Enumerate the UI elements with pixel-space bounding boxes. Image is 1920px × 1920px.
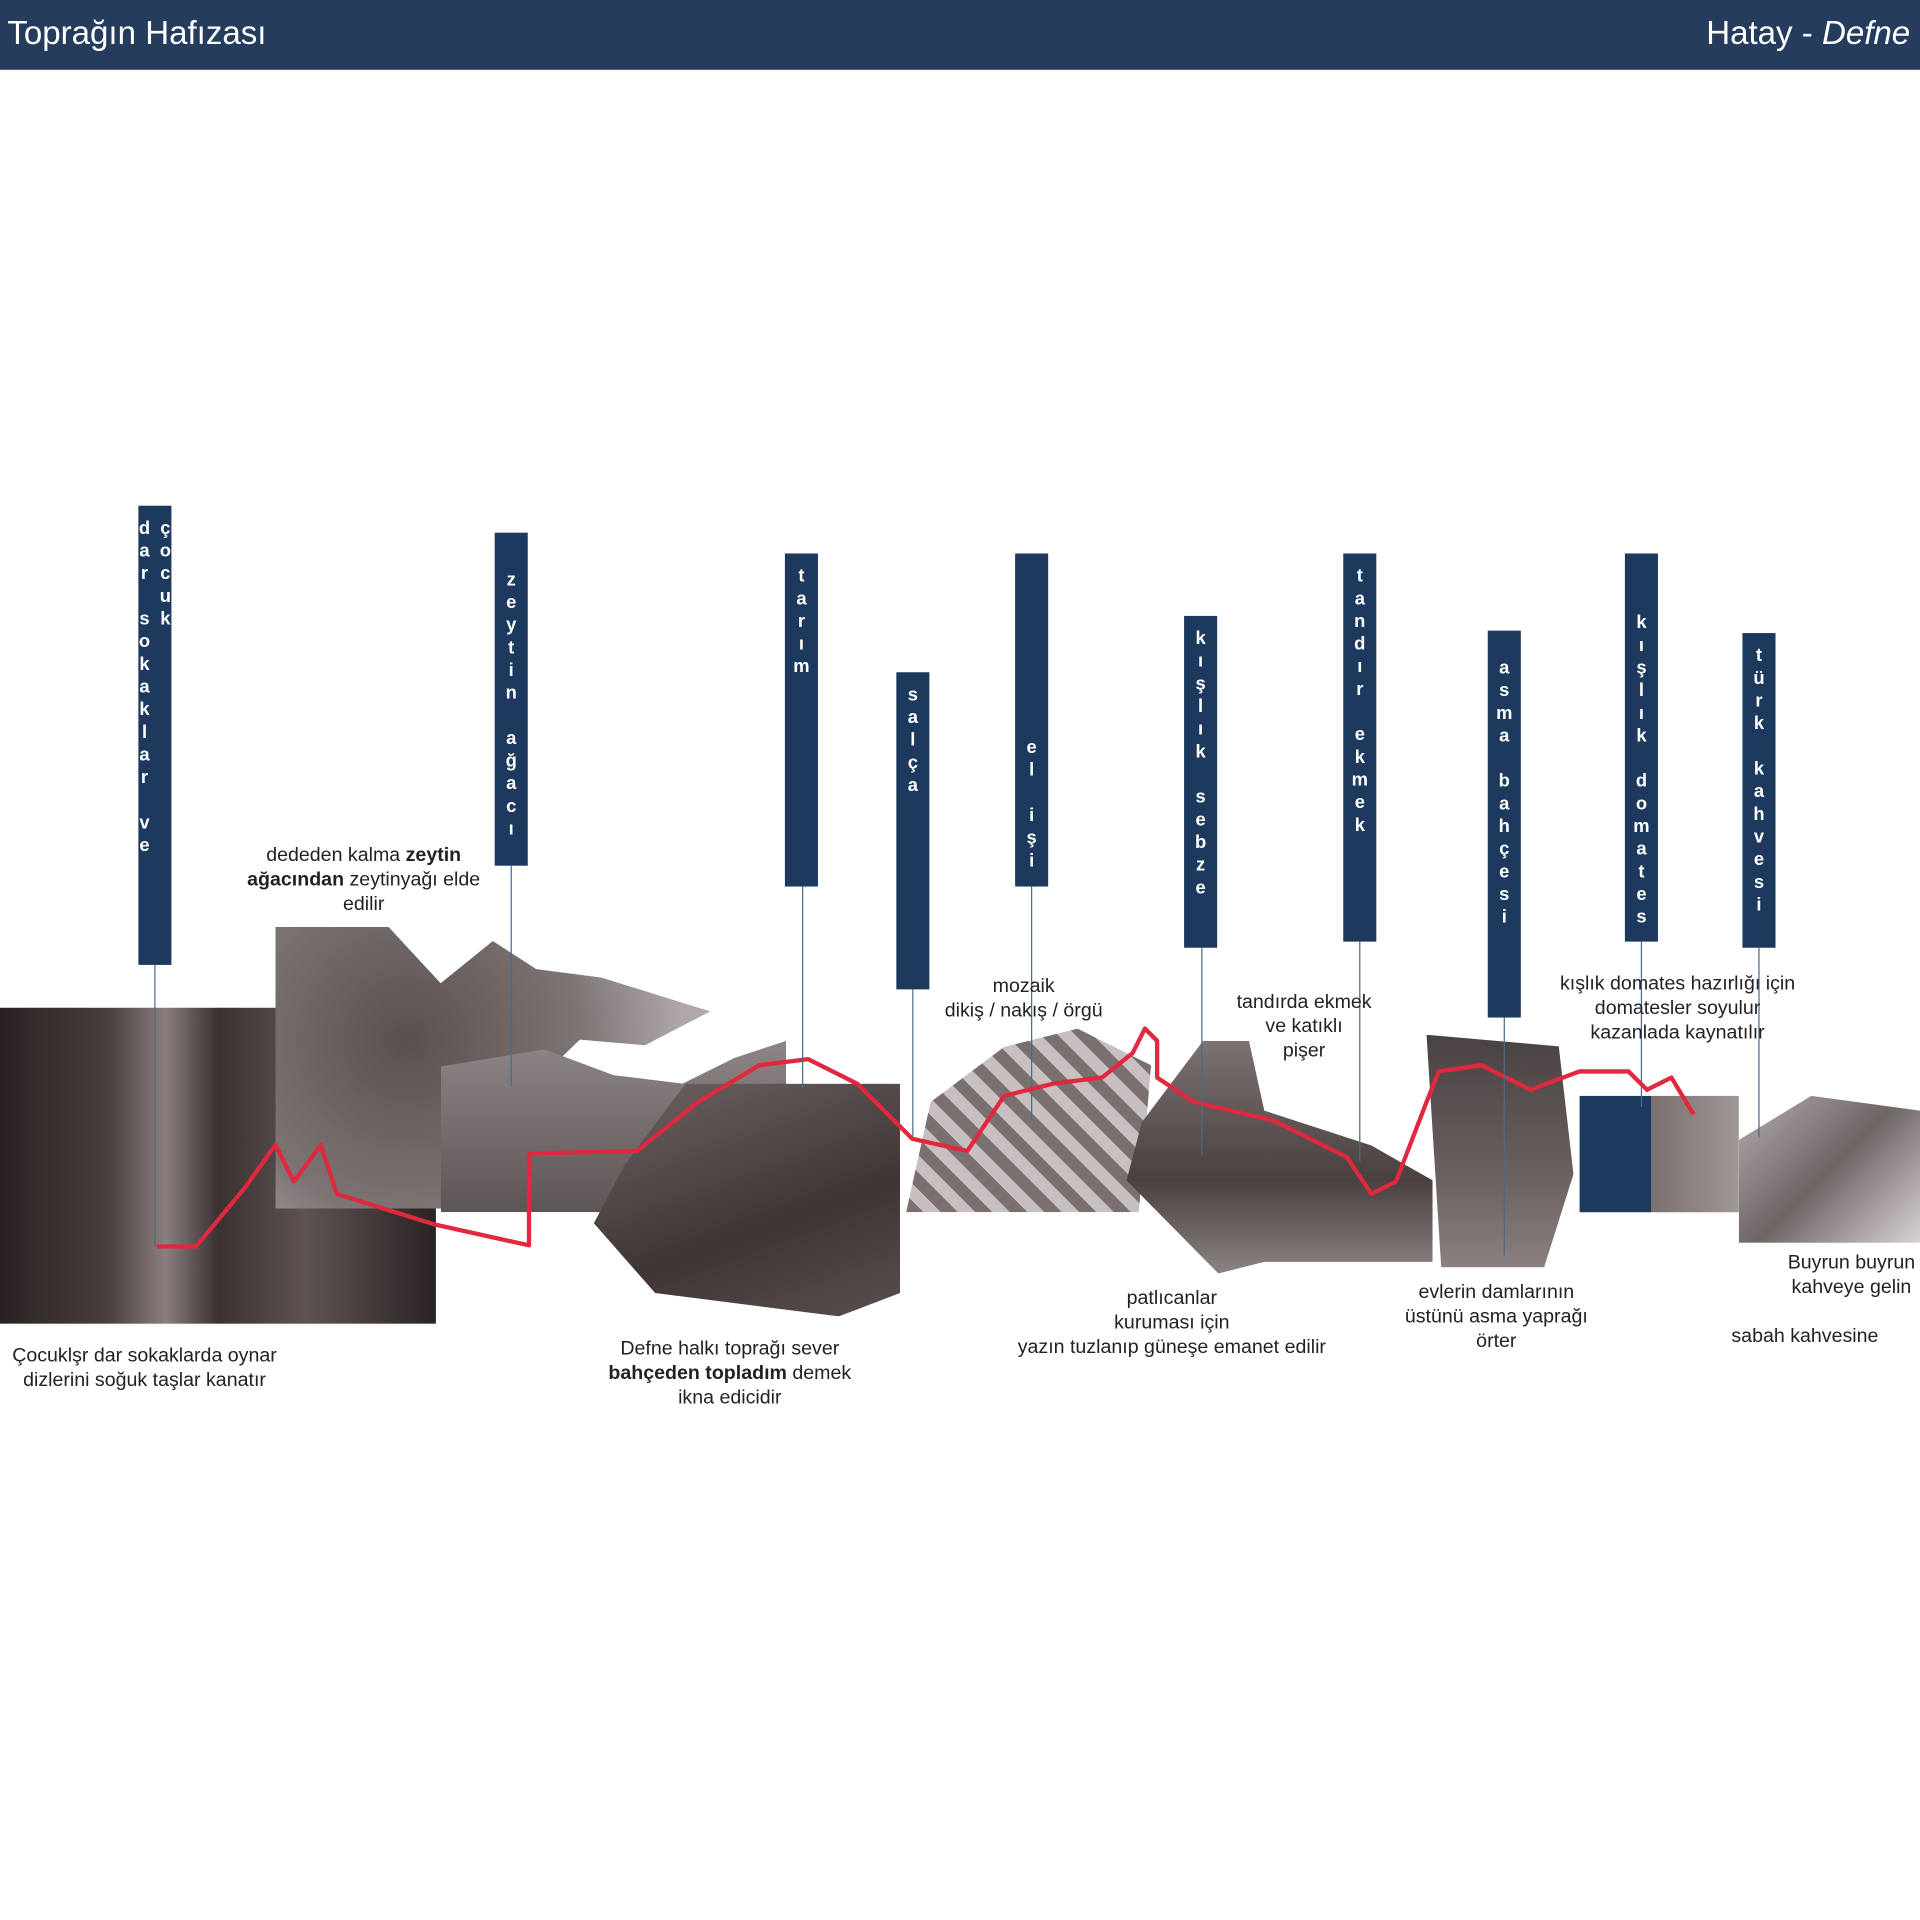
caption-zeytin: dededen kalma zeytin ağacından zeytinyağ… — [247, 844, 481, 915]
vegetable-drying-photo — [1126, 1040, 1433, 1274]
tag-kislik-domates: kışlık domates — [1624, 553, 1658, 942]
header: Toprağın Hafızası Hatay - Defne — [0, 0, 1920, 70]
connector-line — [1758, 947, 1760, 1138]
connector-line — [802, 886, 804, 1089]
caption-defne: Defne halkı toprağı sever bahçeden topla… — [608, 1338, 852, 1409]
connector-line — [1503, 1017, 1505, 1257]
caption-kahve-sabah: sabah kahvesine — [1731, 1326, 1879, 1347]
mosaic-photo — [906, 1028, 1152, 1213]
connector-line — [1640, 941, 1643, 1107]
tomato-prep-photo — [1579, 1095, 1739, 1213]
vine-garden-photo — [1426, 1034, 1574, 1268]
tag-turk-kahvesi: türk kahvesi — [1742, 633, 1776, 948]
tag-zeytin-agaci: zeytin ağacı — [494, 532, 528, 866]
connector-line — [154, 964, 156, 1247]
tag-el-isi: el işi — [1015, 553, 1049, 887]
connector-line — [1201, 947, 1203, 1156]
connector-line — [510, 865, 512, 1087]
connector-line — [912, 989, 914, 1137]
tag-dar-sokaklar: dar sokaklar ve çocuk — [134, 505, 176, 965]
tag-kislik-sebze: kışlık sebze — [1184, 615, 1218, 948]
tag-tarim: tarım — [784, 553, 818, 887]
connector-line — [1359, 941, 1361, 1163]
tag-tandir-ekmek: tandır ekmek — [1343, 553, 1377, 942]
tag-asma-bahcesi: asma bahçesi — [1487, 630, 1521, 1018]
page-title: Toprağın Hafızası — [7, 14, 267, 52]
location-title: Hatay - Defne — [1706, 14, 1911, 52]
tag-salca: salça — [896, 672, 930, 990]
coffee-photo — [1738, 1095, 1920, 1243]
connector-line — [1031, 886, 1033, 1120]
